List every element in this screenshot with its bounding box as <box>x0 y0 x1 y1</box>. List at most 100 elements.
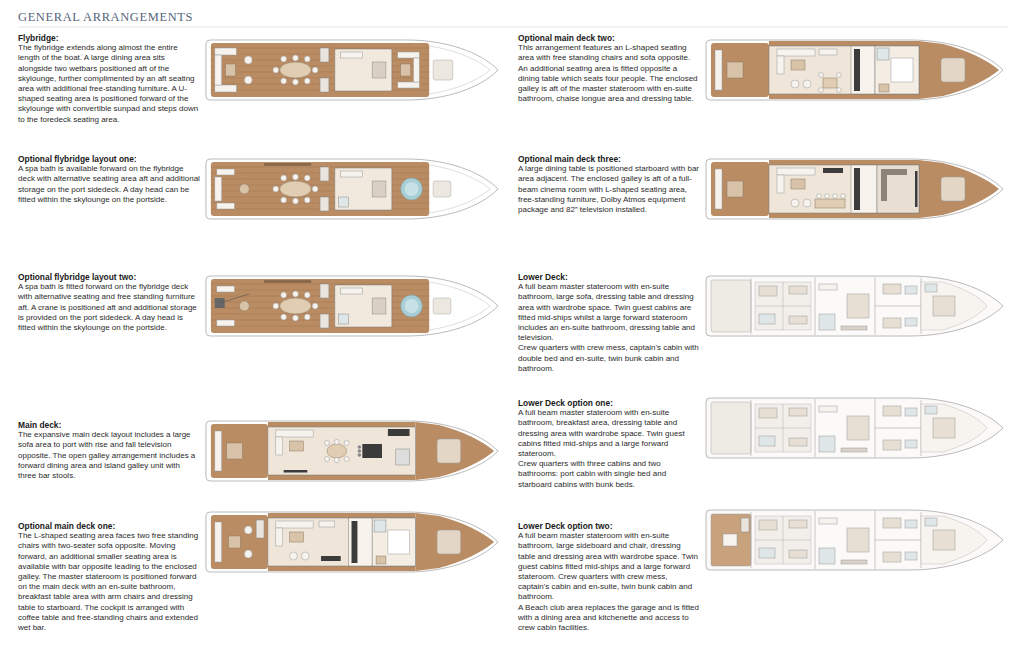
wet-bar <box>256 520 264 538</box>
sofa <box>413 58 419 82</box>
foredeck <box>919 41 999 99</box>
foredeck <box>415 513 494 571</box>
sunpad <box>433 60 453 80</box>
bulkhead <box>751 512 752 568</box>
chair <box>304 197 310 203</box>
helm <box>396 449 410 465</box>
coffee-table <box>290 441 304 451</box>
sofa <box>819 284 837 290</box>
en-suite <box>819 314 835 330</box>
aft-sofa <box>215 522 222 562</box>
chair <box>837 88 842 93</box>
galley-counter <box>352 521 358 563</box>
chair <box>334 439 339 444</box>
helm-console <box>372 62 386 78</box>
text-section: Main deck:The expansive main deck layout… <box>18 420 200 481</box>
text-section: Flybridge:The flybridge extends along al… <box>18 33 200 125</box>
wardrobe <box>841 448 867 452</box>
sofa <box>276 521 313 528</box>
bathroom <box>905 286 917 294</box>
chair <box>281 175 287 181</box>
chair <box>837 73 842 78</box>
crane-boom <box>220 294 250 303</box>
chair <box>281 78 287 84</box>
sofa <box>819 518 837 524</box>
chair <box>817 194 822 199</box>
deck-plan <box>206 40 498 100</box>
chair <box>293 174 299 180</box>
television <box>915 171 918 207</box>
bar <box>321 556 341 561</box>
text-section: Lower Deck:A full beam master stateroom … <box>518 272 700 374</box>
sofa <box>215 177 222 201</box>
header-rule <box>18 27 1008 28</box>
cockpit-deck <box>211 424 268 478</box>
aft-sofa <box>715 50 722 90</box>
bulkhead <box>751 400 752 456</box>
hull-outline <box>206 512 498 572</box>
chair <box>334 457 339 462</box>
chair <box>273 186 279 192</box>
twin-bed <box>883 284 901 294</box>
wetbar <box>320 48 329 62</box>
chair <box>244 526 252 534</box>
wetbar <box>320 78 329 92</box>
bed <box>933 296 955 316</box>
sofa <box>398 82 420 88</box>
spa-bath <box>401 178 423 200</box>
skylounge <box>335 49 392 91</box>
bed <box>759 408 777 418</box>
sofa <box>215 48 237 55</box>
table <box>401 64 411 76</box>
bed <box>388 530 410 554</box>
skylounge <box>335 168 392 210</box>
page-title: GENERAL ARRANGEMENTS <box>18 10 193 25</box>
chair <box>281 292 287 298</box>
en-suite <box>819 548 835 564</box>
side-deck <box>769 213 919 218</box>
sunpad <box>433 181 451 197</box>
chair <box>304 56 310 62</box>
chair <box>304 314 310 320</box>
chair <box>273 303 279 309</box>
bed <box>759 286 777 296</box>
section-text: The expansive main deck layout includes … <box>18 430 200 481</box>
crew-quarters <box>755 516 811 564</box>
cockpit-table <box>727 181 743 197</box>
wardrobe <box>841 326 867 330</box>
cockpit-table <box>727 62 743 78</box>
text-section: Lower Deck option two:A full beam master… <box>518 521 700 633</box>
bathroom <box>905 552 917 560</box>
bunk <box>789 550 807 558</box>
sofa <box>819 49 837 55</box>
dining-table <box>815 199 845 208</box>
spa-water <box>405 299 419 313</box>
sofa <box>276 437 283 455</box>
side-deck <box>268 566 416 571</box>
cinema-room <box>877 165 919 213</box>
deck-plank <box>211 72 429 73</box>
bunk <box>789 408 807 416</box>
section-text: A spa bath is available forward on the f… <box>18 164 200 205</box>
saloon <box>268 427 416 475</box>
hull-outline <box>706 276 1003 336</box>
section-heading: Lower Deck: <box>518 272 700 282</box>
chair <box>281 56 287 62</box>
garage <box>711 402 751 454</box>
twin-bed <box>883 318 901 328</box>
section-heading: Optional main deck three: <box>518 154 700 164</box>
kitchenette <box>741 518 749 532</box>
dining-table <box>280 62 311 78</box>
chair <box>244 56 252 64</box>
bathroom <box>905 520 917 528</box>
cabin-wall <box>875 540 921 541</box>
section-text: This arrangement features an L-shaped se… <box>518 43 700 104</box>
aft-sofa <box>215 431 222 471</box>
sofa <box>777 56 784 74</box>
hull-outline <box>706 40 1003 100</box>
bunk <box>789 316 807 324</box>
en-suite <box>819 436 835 452</box>
en-suite <box>925 406 937 414</box>
deck-plan <box>706 398 1003 458</box>
side-deck <box>769 160 919 165</box>
